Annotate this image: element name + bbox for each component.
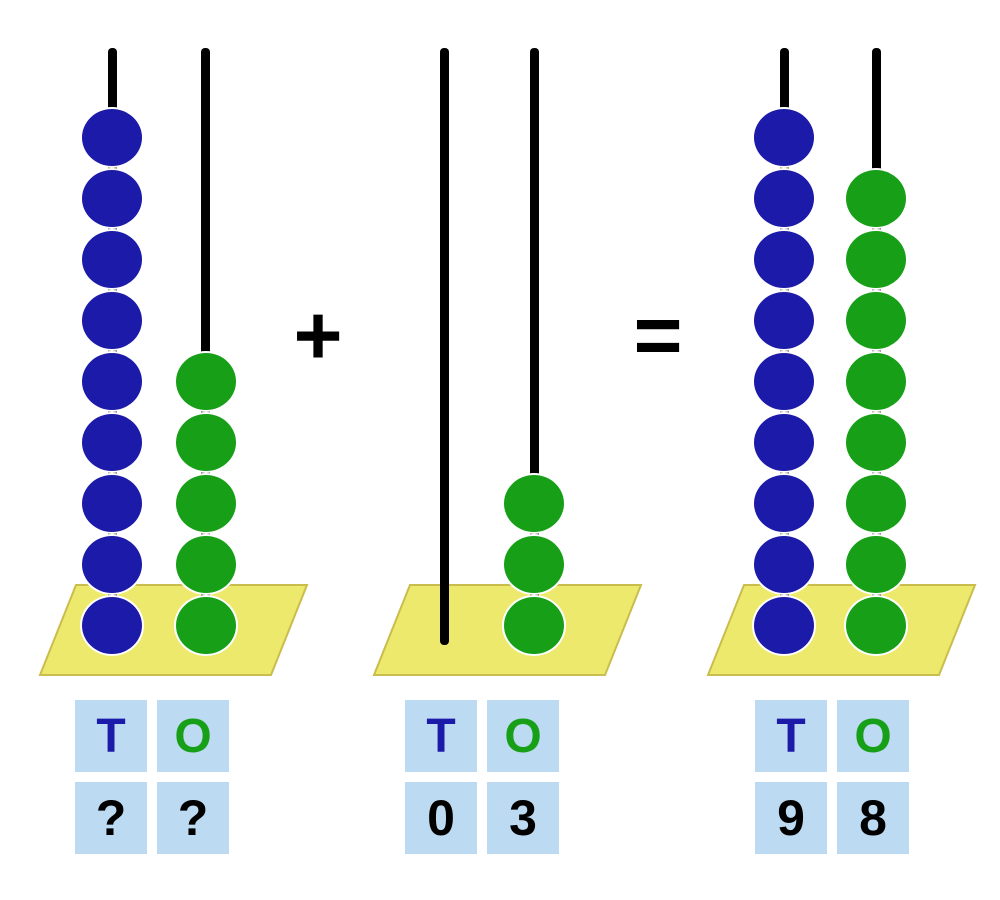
tens-bead (752, 289, 816, 351)
ones-bead (844, 289, 908, 351)
tens-bead (80, 106, 144, 168)
tens-value: ? (75, 782, 147, 854)
ones-bead (174, 533, 238, 595)
tens-bead (80, 411, 144, 473)
ones-rod (201, 48, 210, 645)
tens-bead (80, 594, 144, 656)
tens-bead (80, 289, 144, 351)
ones-value: 3 (487, 782, 559, 854)
tens-bead (752, 594, 816, 656)
tens-bead (80, 472, 144, 534)
tens-header: T (405, 700, 477, 772)
ones-bead (174, 411, 238, 473)
ones-bead (844, 350, 908, 412)
ones-bead (844, 167, 908, 229)
tens-rod (440, 48, 449, 645)
ones-header: O (837, 700, 909, 772)
tens-bead (80, 228, 144, 290)
tens-bead (752, 350, 816, 412)
ones-bead (844, 594, 908, 656)
tens-bead (752, 472, 816, 534)
ones-bead (502, 594, 566, 656)
ones-value: 8 (837, 782, 909, 854)
place-value-table: T O 0 3 (405, 700, 559, 854)
ones-bead (174, 594, 238, 656)
tens-bead (80, 167, 144, 229)
tens-bead (752, 106, 816, 168)
tens-header: T (75, 700, 147, 772)
place-value-table: T O 9 8 (755, 700, 909, 854)
tens-bead (752, 533, 816, 595)
ones-bead (502, 533, 566, 595)
ones-bead (502, 472, 566, 534)
tens-header: T (755, 700, 827, 772)
ones-bead (174, 472, 238, 534)
ones-bead (844, 228, 908, 290)
ones-bead (844, 472, 908, 534)
ones-header: O (157, 700, 229, 772)
ones-bead (174, 350, 238, 412)
tens-bead (752, 228, 816, 290)
tens-bead (80, 533, 144, 595)
ones-value: ? (157, 782, 229, 854)
ones-bead (844, 533, 908, 595)
tens-bead (80, 350, 144, 412)
abacus-base (706, 584, 977, 676)
tens-value: 0 (405, 782, 477, 854)
tens-value: 9 (755, 782, 827, 854)
tens-bead (752, 167, 816, 229)
ones-header: O (487, 700, 559, 772)
equals-sign: = (633, 288, 683, 382)
tens-bead (752, 411, 816, 473)
ones-rod (530, 48, 539, 645)
plus-sign: + (293, 288, 343, 382)
ones-bead (844, 411, 908, 473)
place-value-table: T O ? ? (75, 700, 229, 854)
